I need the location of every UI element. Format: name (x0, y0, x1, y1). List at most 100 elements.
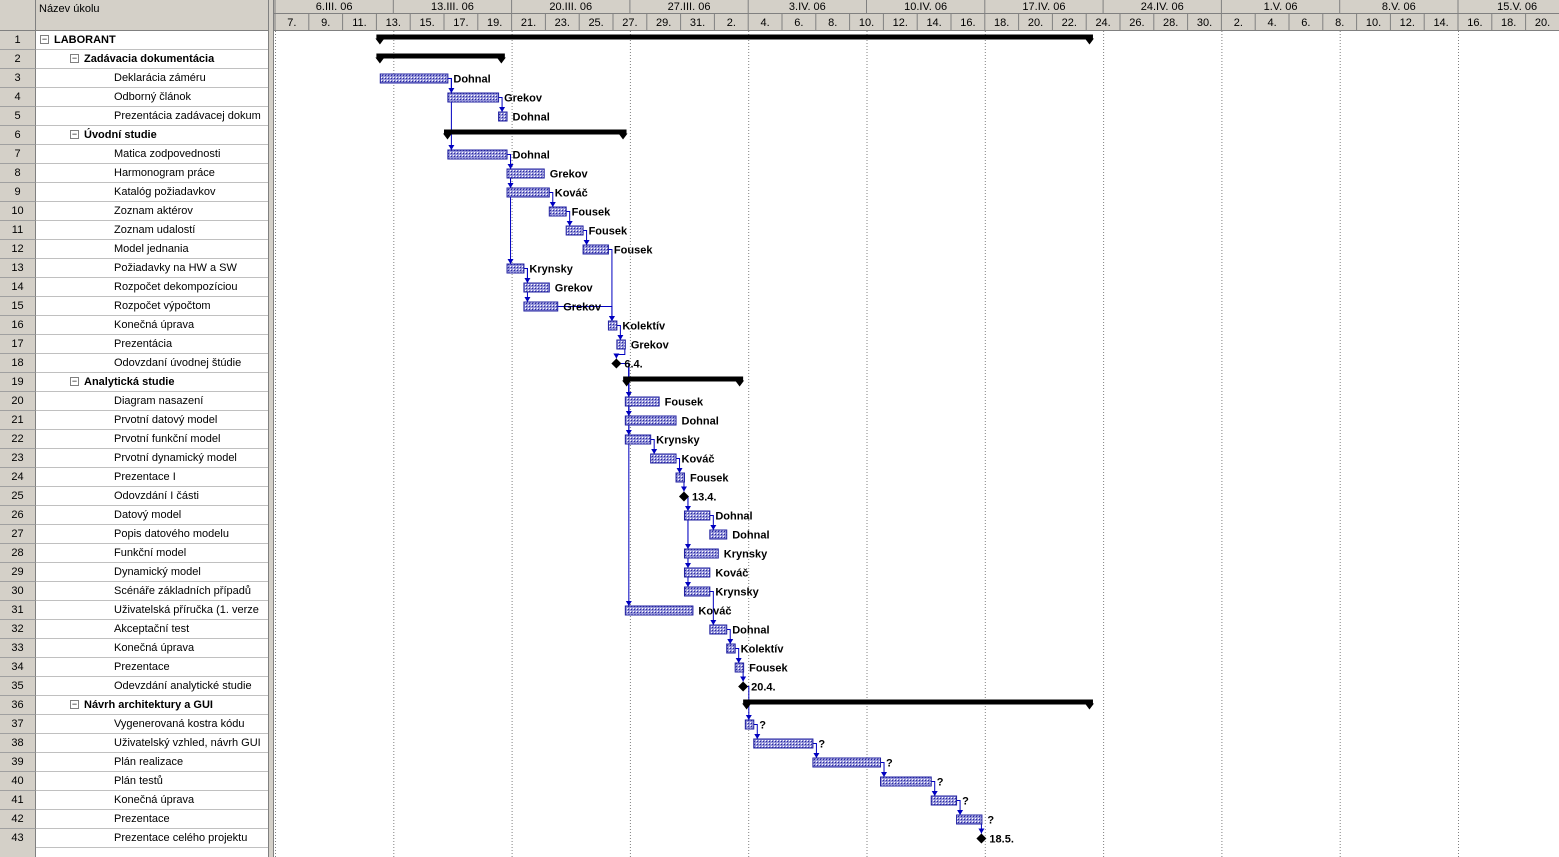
task-name-cell[interactable]: Prvotní datový model (36, 411, 268, 430)
task-name-cell[interactable]: Plán testů (36, 772, 268, 791)
row-id[interactable]: 10 (0, 202, 36, 221)
task-name-cell[interactable]: Prezentace I (36, 468, 268, 487)
row-id[interactable]: 23 (0, 449, 36, 468)
row-id[interactable]: 27 (0, 525, 36, 544)
row-id[interactable]: 28 (0, 544, 36, 563)
row-id[interactable]: 15 (0, 297, 36, 316)
task-name-cell[interactable]: Dynamický model (36, 563, 268, 582)
task-name-cell[interactable]: Uživatelská příručka (1. verze (36, 601, 268, 620)
row-id[interactable]: 12 (0, 240, 36, 259)
task-name-column-header[interactable]: Název úkolu (36, 0, 270, 31)
task-name-cell[interactable]: −LABORANT (36, 31, 268, 50)
collapse-toggle-icon[interactable]: − (70, 699, 79, 709)
row-id[interactable]: 3 (0, 69, 36, 88)
row-id[interactable]: 20 (0, 392, 36, 411)
table-row[interactable]: 2−Zadávacia dokumentácia (0, 50, 270, 69)
row-id[interactable]: 38 (0, 734, 36, 753)
collapse-toggle-icon[interactable]: − (40, 34, 49, 44)
task-name-cell[interactable]: −Analytická studie (36, 373, 268, 392)
row-id[interactable]: 30 (0, 582, 36, 601)
task-name-cell[interactable]: Rozpočet výpočtom (36, 297, 268, 316)
task-name-cell[interactable]: Konečná úprava (36, 316, 268, 335)
row-id[interactable]: 32 (0, 620, 36, 639)
row-id[interactable]: 24 (0, 468, 36, 487)
task-name-cell[interactable]: Harmonogram práce (36, 164, 268, 183)
row-id[interactable]: 7 (0, 145, 36, 164)
row-id[interactable]: 34 (0, 658, 36, 677)
task-name-cell[interactable]: Konečná úprava (36, 791, 268, 810)
task-name-cell[interactable]: Popis datového modelu (36, 525, 268, 544)
task-name-cell[interactable]: Odevzdání analytické studie (36, 677, 268, 696)
row-id[interactable]: 16 (0, 316, 36, 335)
task-name-cell[interactable]: Odborný článok (36, 88, 268, 107)
task-name-cell[interactable]: Zoznam aktérov (36, 202, 268, 221)
task-name-cell[interactable]: Prezentace (36, 658, 268, 677)
task-name-cell[interactable]: Datový model (36, 506, 268, 525)
task-name-cell[interactable]: Akceptační test (36, 620, 268, 639)
row-id[interactable]: 35 (0, 677, 36, 696)
row-id[interactable]: 41 (0, 791, 36, 810)
table-row[interactable]: 19−Analytická studie (0, 373, 270, 392)
task-name-cell[interactable]: Plán realizace (36, 753, 268, 772)
collapse-toggle-icon[interactable]: − (70, 376, 79, 386)
task-name-cell[interactable]: Prezentácia zadávacej dokum (36, 107, 268, 126)
task-name-cell[interactable]: Deklarácia záméru (36, 69, 268, 88)
task-name-cell[interactable]: −Úvodní studie (36, 126, 268, 145)
row-id[interactable]: 22 (0, 430, 36, 449)
row-id[interactable]: 21 (0, 411, 36, 430)
row-id[interactable]: 37 (0, 715, 36, 734)
task-name-cell[interactable]: Scénáře základních případů (36, 582, 268, 601)
task-name-cell[interactable]: −Zadávacia dokumentácia (36, 50, 268, 69)
task-name-cell[interactable]: Funkční model (36, 544, 268, 563)
task-name-cell[interactable]: Odovzdání I části (36, 487, 268, 506)
task-name-cell[interactable]: Prezentace celého projektu (36, 829, 268, 848)
collapse-toggle-icon[interactable]: − (70, 53, 79, 63)
task-name-cell[interactable]: Uživatelský vzhled, návrh GUI (36, 734, 268, 753)
table-row[interactable]: 36−Návrh architektury a GUI (0, 696, 270, 715)
row-id[interactable]: 40 (0, 772, 36, 791)
task-name-cell[interactable]: Odovzdaní úvodnej štúdie (36, 354, 268, 373)
collapse-toggle-icon[interactable]: − (70, 129, 79, 139)
row-id[interactable]: 33 (0, 639, 36, 658)
task-name-cell[interactable]: Model jednania (36, 240, 268, 259)
row-id[interactable]: 2 (0, 50, 36, 69)
task-name-cell[interactable]: Matica zodpovednosti (36, 145, 268, 164)
row-id[interactable]: 42 (0, 810, 36, 829)
